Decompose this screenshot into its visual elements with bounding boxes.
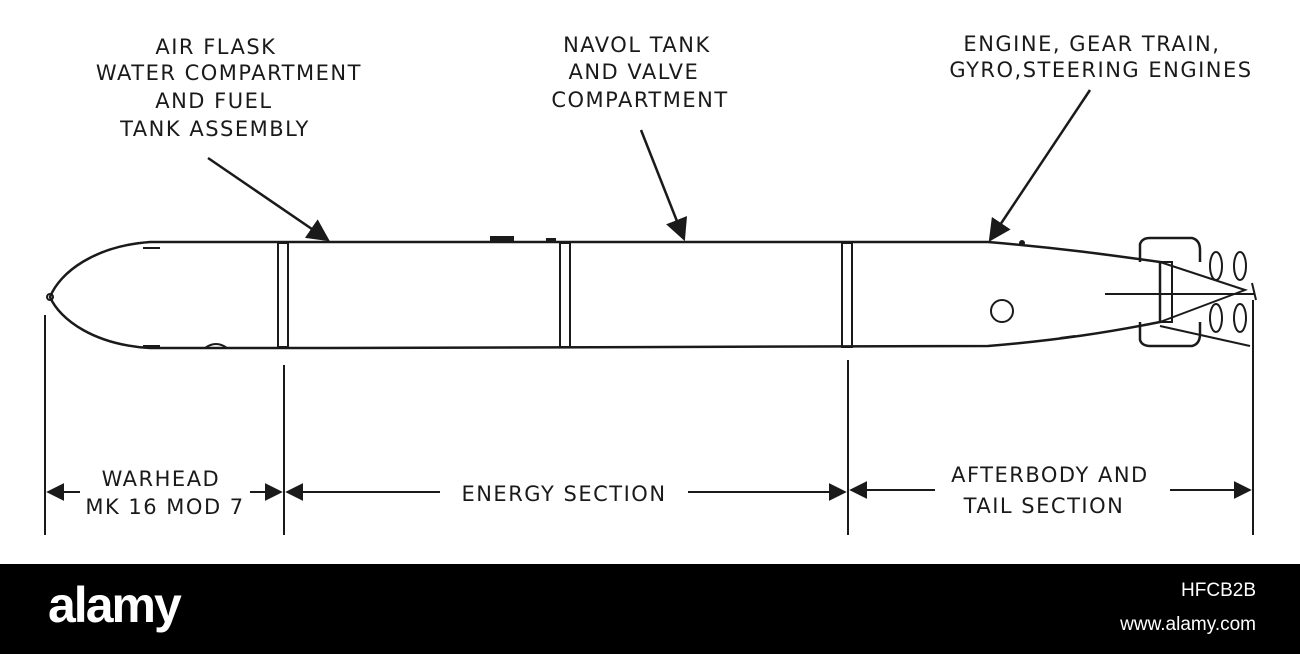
tail-tip (1251, 282, 1257, 301)
air-flask-arrow (207, 156, 330, 242)
torpedo-diagram: AIR FLASK WATER COMPARTMENT AND FUEL TAN… (44, 32, 1257, 535)
navol-tank-label: NAVOL TANK AND VALVE COMPARTMENT (551, 33, 728, 112)
warhead-label: WARHEAD MK 16 MOD 7 (85, 467, 244, 519)
alamy-logo: alamy (48, 577, 182, 633)
hull-hatch-2 (546, 238, 556, 242)
rudder-plate (1159, 261, 1173, 323)
upper-fin (1138, 236, 1202, 262)
air-flask-label: AIR FLASK WATER COMPARTMENT AND FUEL TAN… (96, 35, 370, 141)
tail-cone (1159, 261, 1249, 323)
joint-energy-mid (559, 242, 571, 348)
warhead-fitting (204, 343, 228, 349)
image-id: HFCB2B (1181, 580, 1256, 601)
engine-label: ENGINE, GEAR TRAIN, GYRO,STEERING ENGINE… (949, 32, 1252, 82)
afterbody-fitting-top (1019, 240, 1025, 246)
tail-strut (1159, 325, 1251, 347)
engine-arrow (988, 89, 1092, 242)
tail-assembly (1105, 236, 1257, 348)
joint-warhead-energy (277, 242, 289, 348)
joint-energy-afterbody (841, 242, 853, 348)
propellers (1209, 251, 1247, 333)
lower-fin (1138, 322, 1202, 348)
energy-section-label: ENERGY SECTION (461, 482, 666, 506)
hull-outline (48, 240, 1162, 350)
navol-tank-arrow (639, 129, 688, 242)
watermark-footer: alamy HFCB2B www.alamy.com (0, 564, 1300, 654)
afterbody-fitting-bottom (1059, 335, 1076, 339)
torpedo-body (46, 236, 1162, 350)
hull-hatch-1 (490, 236, 514, 242)
afterbody-label: AFTERBODY AND TAIL SECTION (951, 463, 1157, 518)
nose-tip (46, 293, 54, 301)
afterbody-port (990, 299, 1014, 323)
section-boundaries (44, 300, 1254, 535)
site-url: www.alamy.com (1120, 614, 1256, 635)
